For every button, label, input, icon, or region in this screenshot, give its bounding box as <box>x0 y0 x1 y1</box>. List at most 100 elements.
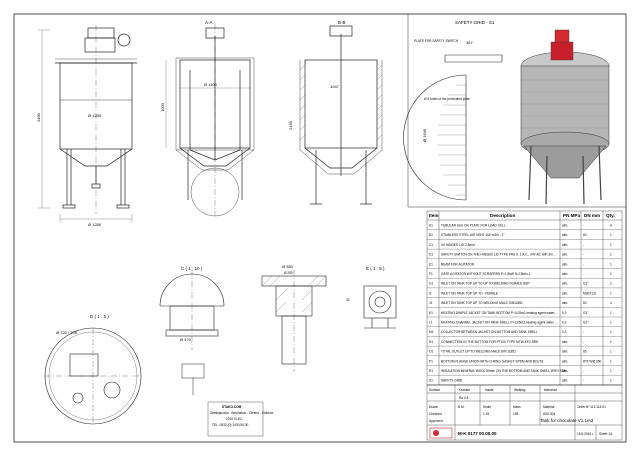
part-item: K1 <box>429 311 433 315</box>
welding-label: Welding <box>514 388 526 392</box>
part-qty: 1 <box>610 262 612 266</box>
outside-label: Outside <box>459 388 470 392</box>
part-dn: - <box>583 253 584 257</box>
part-qty: 1 <box>610 369 612 373</box>
part-item: B1 <box>429 233 433 237</box>
part-description: INLET ON TANK TOP UP TO UP TO WELDING FE… <box>441 282 530 286</box>
part-pn: atm. <box>562 262 568 266</box>
part-qty: 1 <box>610 253 612 257</box>
part-dn: - <box>583 262 584 266</box>
part-description: STAINLESS STEEL AIR VENT 160 m3/h - 2" <box>441 233 504 237</box>
part-description: TUBULAR LEG ON PLATE FOR LOAD CELL <box>441 224 506 228</box>
part-pn: atm. <box>562 359 568 363</box>
width-dim-1047: 1047 <box>330 84 340 89</box>
part-qty: 4 <box>610 224 612 228</box>
part-qty: 1 <box>610 340 612 344</box>
drawing-number: M-K 0177 00.00.00 <box>458 431 497 436</box>
scale-value: 1:15 <box>483 412 489 416</box>
detail-e-label: E ( 1 : 5 ) <box>366 266 385 271</box>
roughness-value: Ra 0.8 <box>459 396 469 400</box>
isometric-tank-rings <box>521 79 609 129</box>
part-description: SAFETY GRID <box>441 379 463 383</box>
detail-c-small-view <box>181 363 205 395</box>
parts-col-pn: PN MPa <box>563 213 581 218</box>
drawing-title: Tank for chocolate V1.1m3 <box>540 418 594 423</box>
part-dn: M30X1,5 <box>583 291 596 295</box>
flange-section-view <box>261 270 327 372</box>
part-pn: atm. <box>562 350 568 354</box>
company-address: Zamiejscowa - Bełchatów - Olesno - Kłobu… <box>210 411 274 415</box>
title-block-frame <box>426 384 623 441</box>
approved-label: Approved <box>429 419 443 423</box>
part-dn: G1" <box>583 311 588 315</box>
diameter-dim-250: Ø 250 <box>284 271 293 275</box>
part-pn: atm. <box>562 291 568 295</box>
part-qty: 1 <box>610 359 612 363</box>
isometric-tank-render <box>520 29 610 205</box>
drawing-date: 15.5.2015 r. <box>577 432 594 436</box>
detail-e-view <box>363 285 397 329</box>
part-item: D1 <box>429 253 433 257</box>
part-pn: atm. <box>562 379 568 383</box>
part-pn: 0,3 <box>562 330 567 334</box>
checked-label: Checked <box>429 412 442 416</box>
mass-label: Mass <box>513 405 521 409</box>
detail-c-view <box>159 270 225 350</box>
part-pn: atm. <box>562 340 568 344</box>
section-a-label: A-A <box>205 20 213 25</box>
part-description: INSULATION MINERAL WOOL 50mm ON THE BOTT… <box>441 369 569 373</box>
part-qty: 4 <box>610 301 612 305</box>
part-qty: 1 <box>610 272 612 276</box>
part-description: BEAM FOR AGITATOR <box>441 262 475 266</box>
part-description: HEATING DIMPLE JACKET ON TANK BOTTOM P=0… <box>441 311 558 315</box>
safety-grid-drawing <box>403 54 503 201</box>
signature-initials: B.M. <box>458 405 465 409</box>
part-dn: 50 <box>583 301 587 305</box>
order-number: Order Nº 115 118 01 <box>577 405 606 409</box>
part-dn: - <box>583 379 584 383</box>
material-value: AISI 304 <box>543 412 555 416</box>
part-description: TOTAL OUTLET UP TO WELDING MALE DIN 1185… <box>441 350 516 354</box>
part-qty: 1 <box>610 243 612 247</box>
height-dim-1000: 1000 <box>160 102 165 112</box>
parts-col-item: Item <box>429 213 438 218</box>
safety-grid-perforation <box>437 84 466 196</box>
diameter-dim-1640: Ø 1640 <box>422 128 427 142</box>
part-description: CONNECTION IN THE BOTTOM FOR PT100 TYPE … <box>441 340 539 344</box>
part-pn: atm. <box>562 224 568 228</box>
part-item: O1 <box>429 350 433 354</box>
part-dn: G1" <box>583 282 588 286</box>
detail-d-label: D ( 1 : 5 ) <box>90 314 109 319</box>
inside-label: Inside <box>485 388 494 392</box>
parts-list-frame <box>426 210 623 386</box>
mass-value: 195 <box>513 412 519 416</box>
diameter-dim-1100: Ø 1100 <box>204 82 218 87</box>
sheet-border <box>13 13 627 443</box>
part-item: R1 <box>429 369 433 373</box>
part-dn: - <box>583 243 584 247</box>
parts-col-qty: Qty. <box>606 213 615 218</box>
company-stamp-frame <box>207 401 264 437</box>
width-dim-40: 40 <box>346 298 350 302</box>
flange-section-hatch <box>261 275 327 313</box>
part-dn: - <box>583 272 584 276</box>
part-dn: Ø 570/Ø 350 <box>583 359 601 363</box>
part-item: I1 <box>429 291 432 295</box>
detail-c-label: C ( 1 : 10 ) <box>181 266 203 271</box>
part-description: GATE AGITATOR WITHOUT SCRAPERS P=1,5kW N… <box>441 272 531 276</box>
height-dim-2165: 2165 <box>288 120 293 130</box>
part-pn: atm. <box>562 253 568 257</box>
part-item: L1 <box>429 321 433 325</box>
part-item: J1 <box>429 301 433 305</box>
part-qty: 1 <box>610 330 612 334</box>
diameter-dim-1250: Ø 1250 <box>88 222 102 227</box>
part-qty: 1 <box>610 291 612 295</box>
part-pn: atm. <box>562 369 568 373</box>
part-item: A1 <box>429 224 433 228</box>
width-dim-367: 367 <box>466 40 473 45</box>
surface-label: Surface <box>429 388 440 392</box>
part-qty: 1 <box>610 233 612 237</box>
section-b-hatch <box>299 64 383 141</box>
part-description: BOTTOM FLANGE UNION WITH O-RING GASKET E… <box>441 359 543 363</box>
